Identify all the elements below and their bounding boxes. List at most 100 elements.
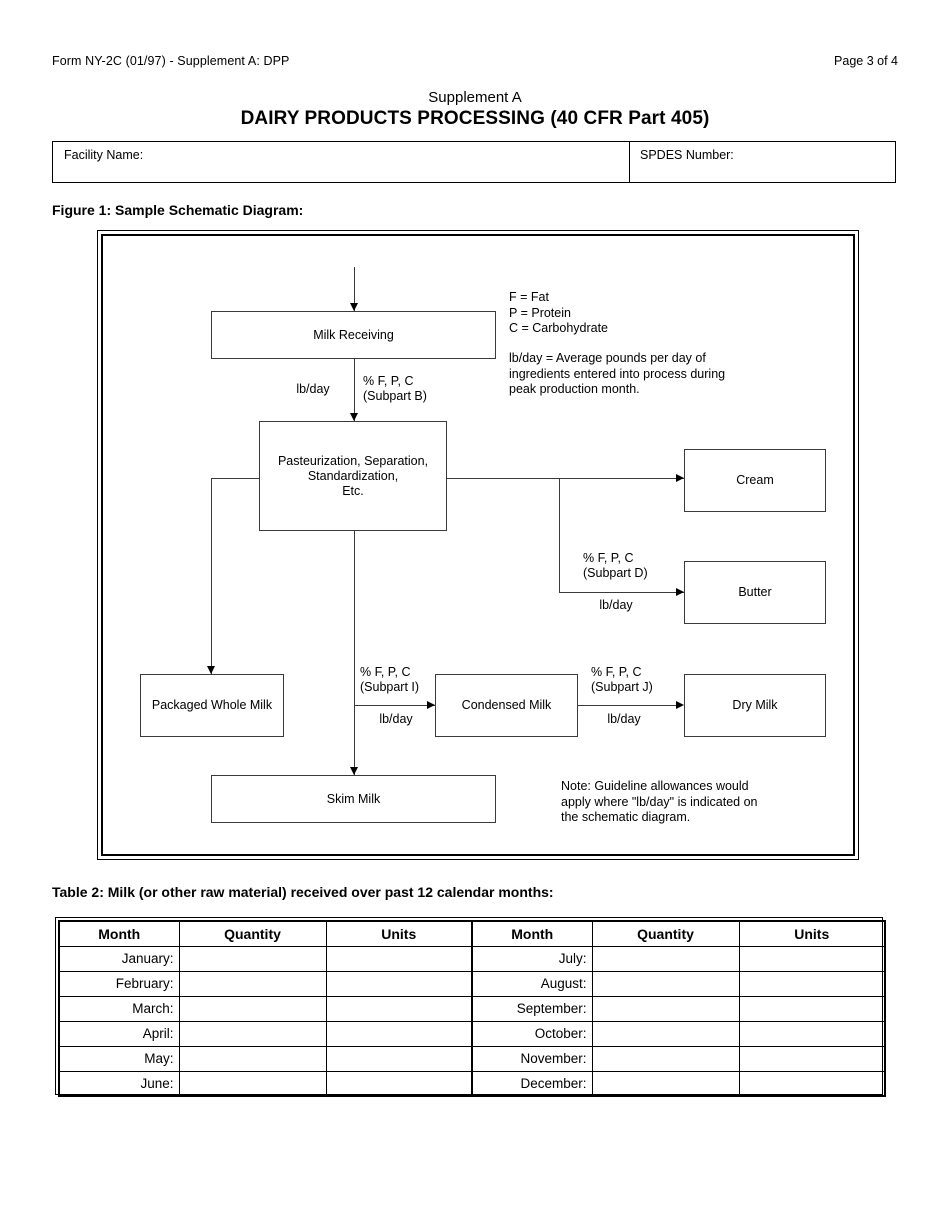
facility-box-divider [629, 142, 630, 182]
quantity-field-february[interactable] [178, 970, 327, 997]
edge-left-vertical [211, 478, 212, 674]
table2-header-month-left: Month [58, 920, 180, 947]
month-label-march: March: [58, 995, 180, 1022]
units-field-june[interactable] [325, 1070, 473, 1097]
month-label-february: February: [58, 970, 180, 997]
edge-label-subpart-i: % F, P, C (Subpart I) [360, 665, 420, 694]
page-number: Page 3 of 4 [834, 54, 898, 68]
node-dry-milk: Dry Milk [684, 674, 826, 737]
month-label-june: June: [58, 1070, 180, 1097]
table2-header-row: Month Quantity Units Month Quantity Unit… [58, 920, 886, 947]
month-label-july: July: [471, 945, 593, 972]
units-field-december[interactable] [738, 1070, 886, 1097]
node-pasteurization: Pasteurization, Separation, Standardizat… [259, 421, 447, 531]
legend-lbday-definition: lb/day = Average pounds per day of ingre… [509, 351, 726, 396]
spdes-number-label: SPDES Number: [640, 148, 734, 162]
quantity-field-july[interactable] [591, 945, 740, 972]
quantity-field-june[interactable] [178, 1070, 327, 1097]
table-row: April: October: [58, 1020, 886, 1047]
units-field-november[interactable] [738, 1045, 886, 1072]
edge-pasteurization-to-cream [447, 478, 685, 479]
node-cream: Cream [684, 449, 826, 512]
edge-pasteurization-to-skim-milk [354, 531, 355, 775]
month-label-january: January: [58, 945, 180, 972]
month-label-november: November: [471, 1045, 593, 1072]
edge-to-packaged-whole-milk-arrowhead [206, 666, 215, 674]
figure-caption: Figure 1: Sample Schematic Diagram: [52, 202, 304, 218]
node-cream-label: Cream [736, 473, 774, 487]
month-label-may: May: [58, 1045, 180, 1072]
units-field-january[interactable] [325, 945, 473, 972]
table-row: May: November: [58, 1045, 886, 1072]
diagram-note: Note: Guideline allowances would apply w… [561, 779, 758, 824]
edge-label-subpart-j: % F, P, C (Subpart J) [591, 665, 653, 694]
quantity-field-september[interactable] [591, 995, 740, 1022]
inflow-arrowhead [349, 303, 358, 311]
edge-condensed-to-dry-milk [578, 705, 676, 706]
node-condensed-milk-label: Condensed Milk [461, 698, 552, 712]
table2-header-month-right: Month [471, 920, 593, 947]
edge-to-skim-milk-arrowhead [349, 767, 358, 775]
edge-to-butter-arrowhead [676, 587, 684, 596]
edge-branch-to-butter [559, 592, 685, 593]
table-row: March: September: [58, 995, 886, 1022]
facility-info-box: Facility Name: SPDES Number: [52, 141, 896, 183]
node-butter-label: Butter [738, 585, 772, 599]
quantity-field-november[interactable] [591, 1045, 740, 1072]
quantity-field-january[interactable] [178, 945, 327, 972]
table-row: June: December: [58, 1070, 886, 1097]
table-row: January: July: [58, 945, 886, 972]
edge-label-lbday-receiving: lb/day [296, 382, 330, 396]
quantity-field-december[interactable] [591, 1070, 740, 1097]
units-field-october[interactable] [738, 1020, 886, 1047]
node-skim-milk: Skim Milk [211, 775, 496, 823]
month-label-december: December: [471, 1070, 593, 1097]
schematic-diagram-frame: Milk Receiving lb/day % F, P, C (Subpart… [97, 230, 859, 860]
edge-label-subpart-d: % F, P, C (Subpart D) [583, 551, 648, 580]
table2-header-units-left: Units [325, 920, 473, 947]
node-butter: Butter [684, 561, 826, 624]
units-field-april[interactable] [325, 1020, 473, 1047]
form-identifier: Form NY-2C (01/97) - Supplement A: DPP [52, 54, 290, 68]
node-packaged-whole-milk: Packaged Whole Milk [140, 674, 284, 737]
edge-to-condensed-milk-arrowhead [427, 700, 435, 709]
units-field-february[interactable] [325, 970, 473, 997]
units-field-july[interactable] [738, 945, 886, 972]
node-pasteurization-label: Pasteurization, Separation, Standardizat… [277, 453, 429, 498]
edge-receiving-to-pasteurization [354, 359, 355, 421]
table2-header-quantity-left: Quantity [178, 920, 327, 947]
edge-to-dry-milk-arrowhead [676, 700, 684, 709]
units-field-august[interactable] [738, 970, 886, 997]
page-title: DAIRY PRODUCTS PROCESSING (40 CFR Part 4… [240, 108, 710, 129]
quantity-field-october[interactable] [591, 1020, 740, 1047]
units-field-september[interactable] [738, 995, 886, 1022]
quantity-field-april[interactable] [178, 1020, 327, 1047]
inflow-line [354, 267, 355, 311]
node-milk-receiving-label: Milk Receiving [313, 327, 394, 342]
units-field-may[interactable] [325, 1045, 473, 1072]
edge-receiving-to-pasteurization-arrowhead [349, 413, 358, 421]
table2-header-units-right: Units [738, 920, 886, 947]
units-field-march[interactable] [325, 995, 473, 1022]
quantity-field-august[interactable] [591, 970, 740, 997]
month-label-september: September: [471, 995, 593, 1022]
month-label-october: October: [471, 1020, 593, 1047]
facility-name-label: Facility Name: [64, 148, 144, 162]
edge-label-lbday-condensed: lb/day [379, 712, 413, 726]
edge-cream-branch-vertical [559, 478, 560, 592]
node-dry-milk-label: Dry Milk [732, 698, 778, 712]
legend-abbreviations: F = Fat P = Protein C = Carbohydrate [509, 290, 609, 335]
edge-pasteurization-left-stub [211, 478, 259, 479]
document-title-block: Supplement A DAIRY PRODUCTS PROCESSING (… [0, 88, 950, 131]
quantity-field-march[interactable] [178, 995, 327, 1022]
quantity-field-may[interactable] [178, 1045, 327, 1072]
table-row: February: August: [58, 970, 886, 997]
table2: Month Quantity Units Month Quantity Unit… [58, 920, 886, 1097]
edge-label-lbday-butter: lb/day [599, 598, 633, 612]
month-label-august: August: [471, 970, 593, 997]
node-skim-milk-label: Skim Milk [326, 791, 381, 806]
table2-outer-frame: Month Quantity Units Month Quantity Unit… [55, 917, 886, 1097]
supplement-label: Supplement A [428, 89, 522, 106]
edge-spine-to-condensed-milk [354, 705, 435, 706]
